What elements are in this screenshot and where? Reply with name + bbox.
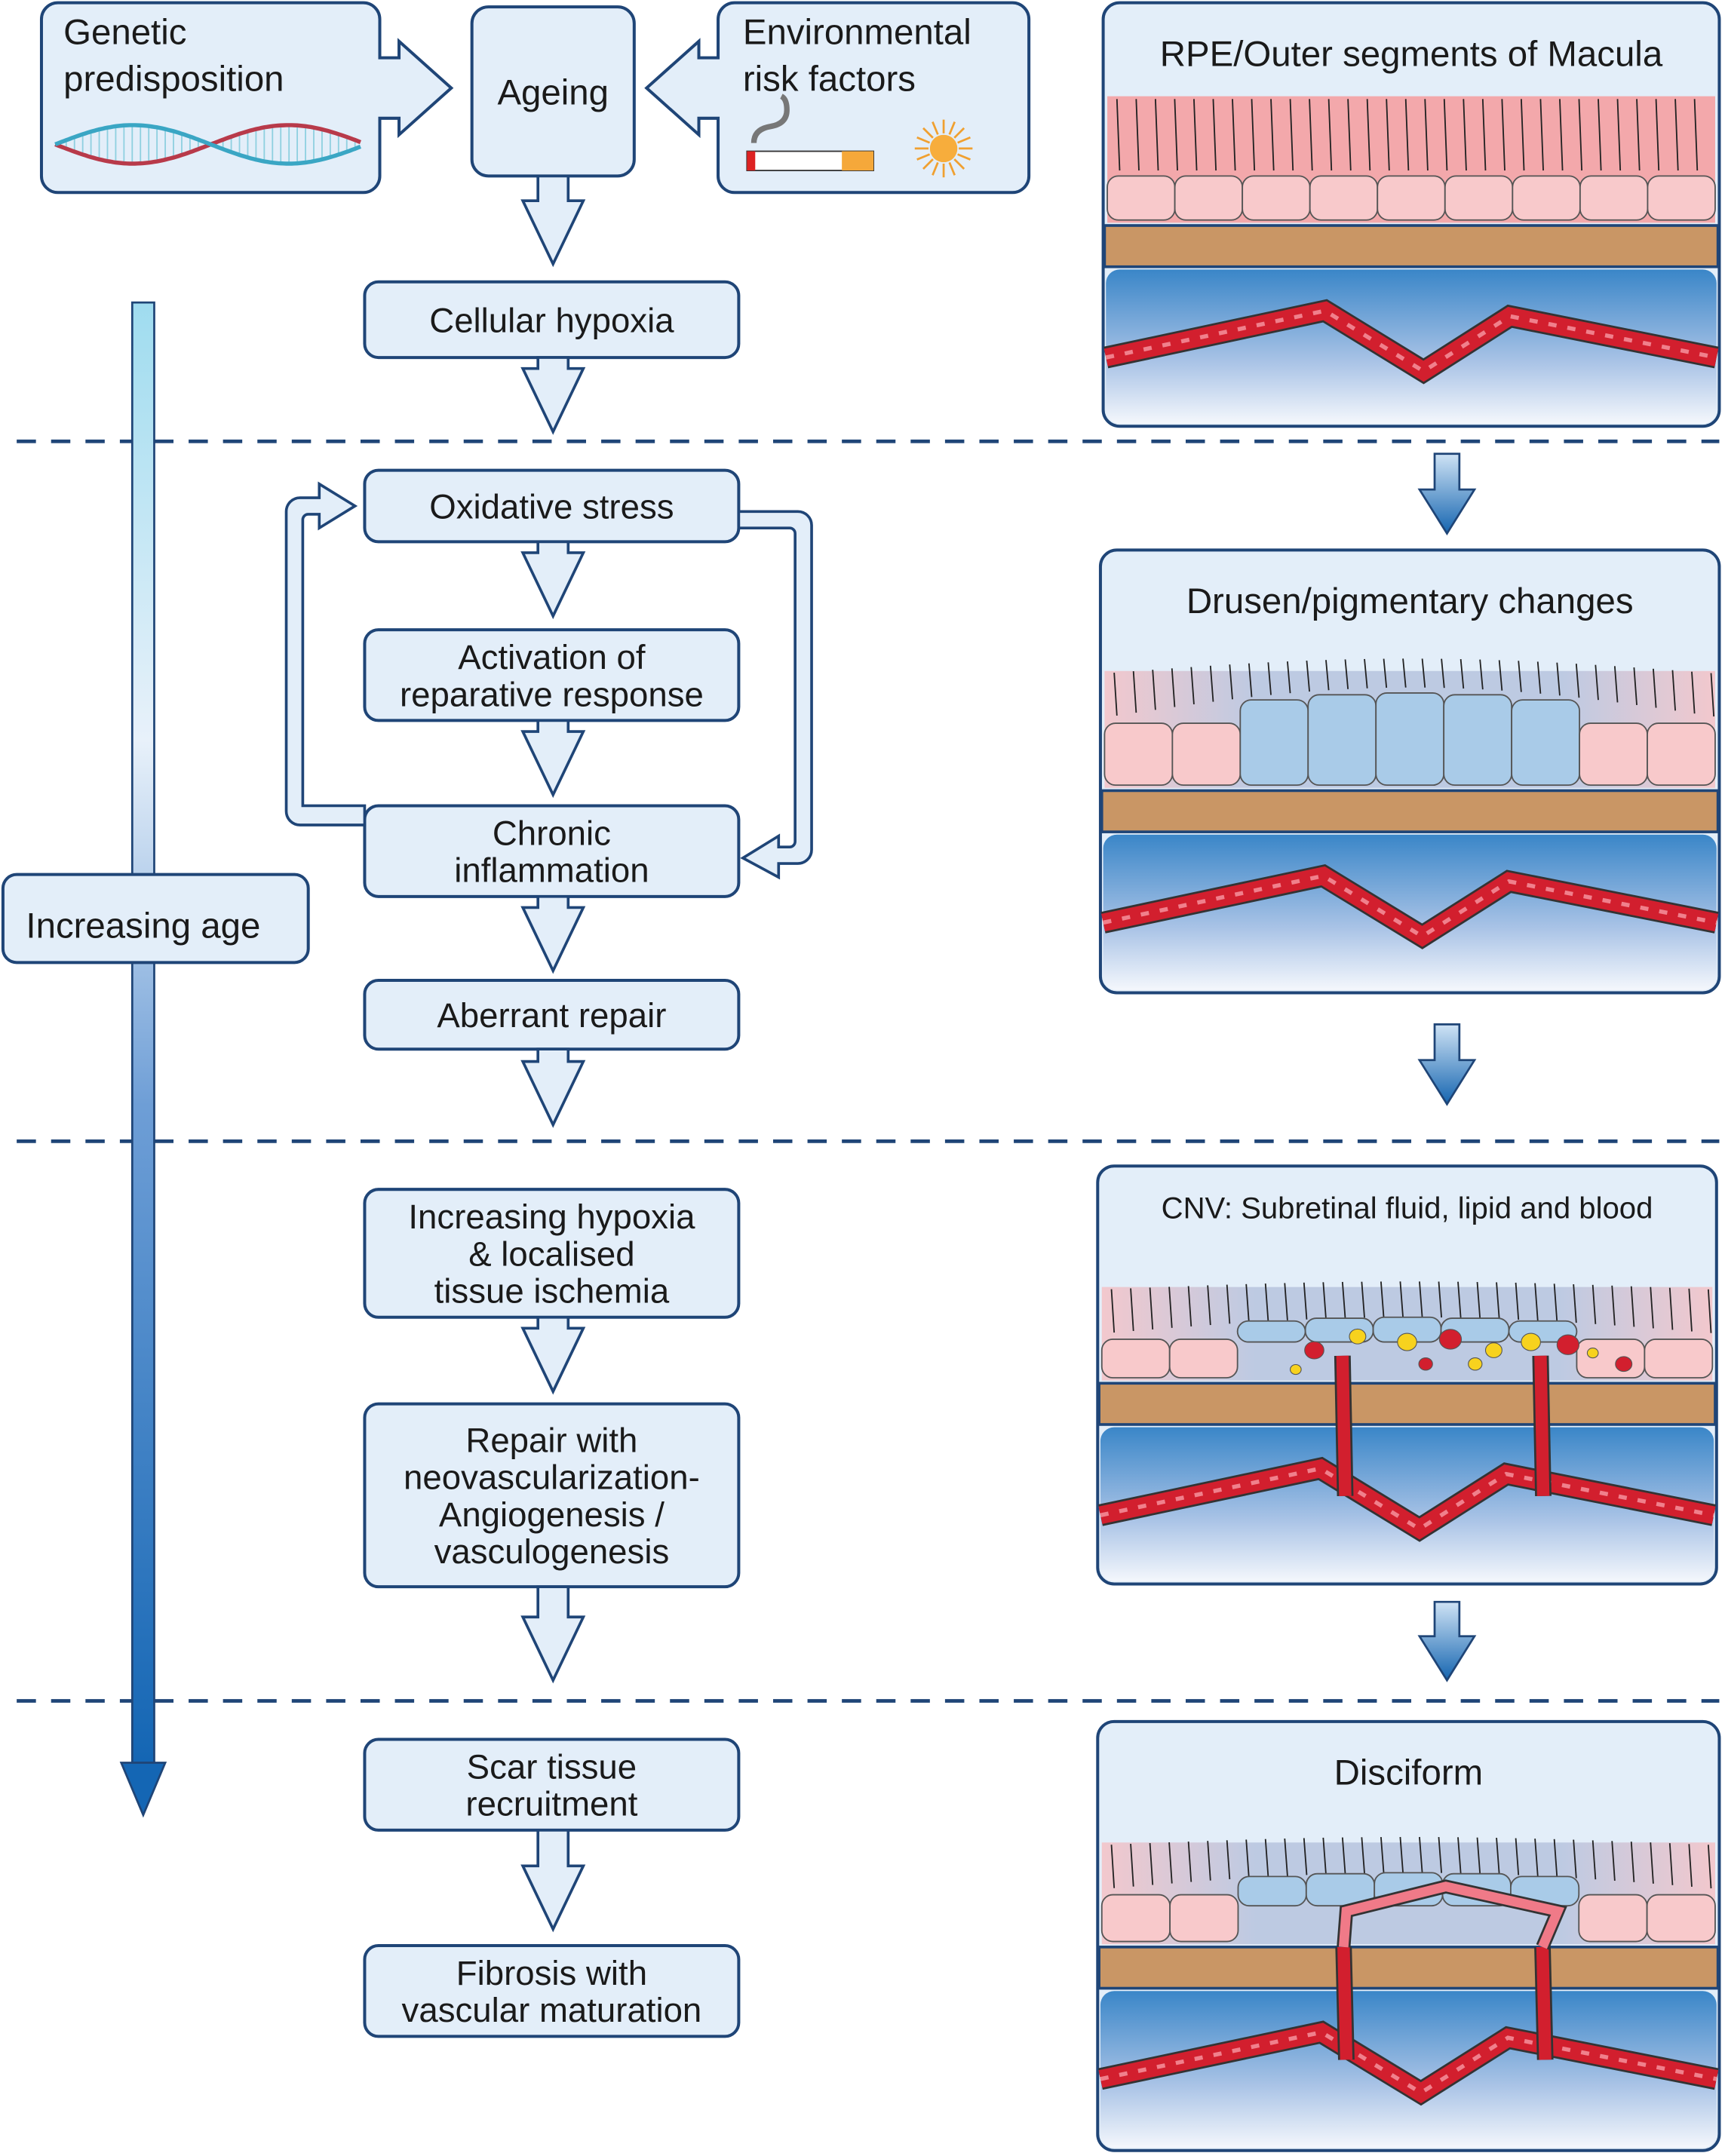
bruchs-membrane [1097,1946,1720,1990]
panel-title: CNV: Subretinal fluid, lipid and blood [1162,1191,1653,1225]
aberrant-repair-box: Aberrant repair [363,979,741,1051]
choroid [1100,1991,1717,2148]
box-label-line: Oxidative stress [429,487,674,526]
sun-icon [914,119,973,178]
panel-title: Disciform [1334,1753,1483,1793]
panel-title: RPE/Outer segments of Macula [1160,35,1663,75]
choroid [1103,834,1717,990]
fluid-lipid-blood-droplet [1615,1356,1633,1372]
box-label-line: Cellular hypoxia [429,301,674,339]
cellular-hypoxia-box: Cellular hypoxia [363,280,741,360]
panel-title: Drusen/pigmentary changes [1186,581,1634,621]
box-label-line: inflammation [454,851,649,890]
flow-arrow [520,1585,586,1684]
flow-arrow [520,894,586,974]
box-label-line: Repair with [465,1421,637,1459]
fluid-lipid-blood-droplet [1468,1357,1483,1371]
disciform-panel: Disciform [1096,1719,1721,2152]
retinal-cell-layer [1107,96,1716,223]
box-label-line: & localised [468,1234,634,1273]
flow-arrow [520,356,586,435]
fluid-lipid-blood-droplet [1349,1328,1367,1345]
retinal-cell-layer [1103,658,1716,788]
choroid [1106,269,1717,424]
progression-arrow [1417,1600,1477,1682]
cigarette-icon [746,94,874,172]
dna-icon [54,123,361,166]
box-label-line: Increasing hypoxia [408,1198,695,1236]
fluid-lipid-blood-droplet [1418,1357,1433,1371]
fluid-lipid-blood-droplet [1556,1334,1580,1355]
box-label-line: tissue ischemia [434,1272,670,1311]
flow-arrow [520,1315,586,1395]
svg-text:Ageing: Ageing [497,73,609,113]
flow-arrow [520,540,586,620]
fluid-lipid-blood-droplet [1304,1341,1324,1360]
box-label-line: vascular maturation [402,1991,702,2029]
fluid-lipid-blood-droplet [1484,1342,1502,1358]
fluid-lipid-blood-droplet [1586,1348,1599,1359]
oxidative-stress-box: Oxidative stress [363,468,741,544]
feedback-loop-arrow-left [284,481,367,827]
bruchs-membrane [1097,1382,1717,1426]
box-label-line: recruitment [465,1785,637,1823]
choroid [1100,1427,1714,1581]
progression-arrow [1417,452,1477,536]
increasing-age-label: Increasing age [1,873,310,965]
cnv-panel: CNV: Subretinal fluid, lipid and blood [1096,1164,1718,1586]
flow-arrow [520,719,586,799]
fluid-lipid-blood-droplet [1438,1329,1463,1350]
repair-neovascularization-box: Repair withneovascularization-Angiogenes… [363,1402,741,1589]
bruchs-membrane [1103,224,1720,268]
flow-arrow [520,1047,586,1128]
ageing-box: Ageing [470,5,636,178]
progression-arrow [1417,1023,1477,1106]
flow-arrow [520,174,586,268]
box-label-line: reparative response [400,675,704,713]
flow-arrow [520,1829,586,1933]
box-label-line: Aberrant repair [437,996,666,1035]
normal-panel: RPE/Outer segments of Macula [1101,1,1721,428]
box-label-line: Fibrosis with [456,1954,647,1992]
bruchs-membrane [1100,789,1720,833]
box-label-line: neovascularization- [404,1458,700,1497]
box-label-line: Angiogenesis / [439,1495,665,1534]
box-label-line: Chronic [493,814,611,852]
drusen-panel: Drusen/pigmentary changes [1098,548,1721,995]
fluid-lipid-blood-droplet [1397,1333,1417,1351]
box-label-line: vasculogenesis [434,1532,670,1571]
box-label-line: Scar tissue [467,1747,637,1786]
svg-text:Increasing age: Increasing age [26,906,260,946]
feedback-loop-arrow-right [737,510,813,880]
fluid-lipid-blood-droplet [1521,1333,1541,1351]
box-label-line: Activation of [458,638,646,676]
fluid-lipid-blood-droplet [1290,1363,1302,1375]
increasing-age-arrow [119,301,167,1818]
